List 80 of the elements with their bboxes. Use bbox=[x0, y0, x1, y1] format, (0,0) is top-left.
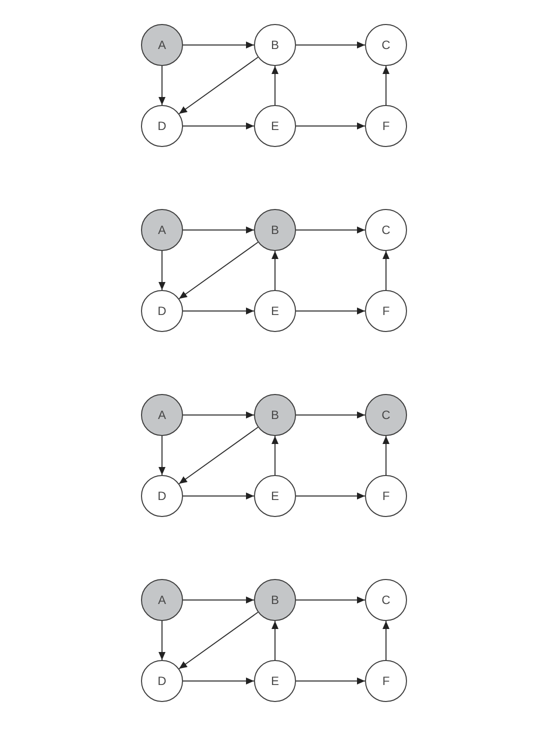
node-circle bbox=[365, 290, 407, 332]
node-label: F bbox=[382, 120, 390, 132]
arrow bbox=[182, 678, 254, 684]
node-circle bbox=[141, 290, 183, 332]
node-label: B bbox=[270, 39, 279, 51]
arrow bbox=[158, 620, 166, 660]
node-label: F bbox=[382, 490, 390, 502]
node-label: A bbox=[158, 224, 166, 236]
node-label: A bbox=[158, 594, 166, 606]
arrow bbox=[296, 678, 366, 684]
node-circle bbox=[254, 579, 296, 621]
arrow bbox=[296, 226, 366, 234]
node-circle bbox=[141, 475, 183, 517]
arrow bbox=[182, 42, 254, 48]
node-circle bbox=[141, 105, 183, 147]
arrow bbox=[182, 122, 254, 130]
node-circle bbox=[254, 105, 296, 147]
arrow bbox=[182, 308, 254, 314]
node-circle bbox=[365, 579, 407, 621]
node-label: A bbox=[158, 409, 166, 421]
arrow bbox=[272, 250, 278, 290]
node-label: D bbox=[158, 675, 166, 687]
node-label: E bbox=[270, 675, 279, 687]
arrow bbox=[296, 412, 366, 418]
node-label: A bbox=[158, 39, 166, 51]
node-circle bbox=[141, 579, 183, 621]
arrow bbox=[272, 436, 278, 476]
node-label: D bbox=[158, 120, 166, 132]
node-label: C bbox=[382, 594, 390, 606]
node-circle bbox=[141, 660, 183, 702]
node-circle bbox=[141, 394, 183, 436]
node-circle bbox=[254, 290, 296, 332]
node-circle bbox=[141, 24, 183, 66]
node-label: E bbox=[270, 490, 279, 502]
node-circle bbox=[141, 209, 183, 251]
node-label: D bbox=[158, 490, 166, 502]
arrow bbox=[178, 612, 258, 670]
node-circle bbox=[254, 394, 296, 436]
arrow bbox=[296, 596, 366, 604]
node-label: C bbox=[382, 224, 390, 236]
node-label: B bbox=[270, 409, 279, 421]
node-label: B bbox=[270, 224, 279, 236]
node-circle bbox=[365, 105, 407, 147]
arrow bbox=[178, 242, 258, 300]
node-circle bbox=[254, 660, 296, 702]
arrow bbox=[272, 620, 278, 660]
node-label: E bbox=[270, 120, 279, 132]
node-label: C bbox=[382, 409, 390, 421]
arrow bbox=[182, 596, 254, 604]
node-label: F bbox=[382, 675, 390, 687]
node-circle bbox=[365, 660, 407, 702]
arrow bbox=[272, 66, 278, 106]
node-circle bbox=[365, 475, 407, 517]
arrow bbox=[158, 436, 166, 476]
arrow bbox=[182, 226, 254, 234]
arrow bbox=[158, 66, 166, 106]
arrow bbox=[182, 412, 254, 418]
arrow bbox=[382, 436, 390, 476]
node-circle bbox=[254, 475, 296, 517]
arrow bbox=[296, 308, 366, 314]
node-label: C bbox=[382, 39, 390, 51]
node-circle bbox=[254, 209, 296, 251]
arrow bbox=[296, 492, 366, 500]
arrow bbox=[296, 122, 366, 130]
node-circle bbox=[365, 209, 407, 251]
arrow bbox=[158, 250, 166, 290]
node-circle bbox=[254, 24, 296, 66]
arrow bbox=[382, 250, 390, 290]
node-circle bbox=[365, 394, 407, 436]
arrow bbox=[296, 42, 366, 48]
node-label: F bbox=[382, 305, 390, 317]
arrow bbox=[382, 620, 390, 660]
arrow bbox=[182, 492, 254, 500]
arrow bbox=[382, 66, 390, 106]
node-label: E bbox=[270, 305, 279, 317]
arrow bbox=[178, 426, 258, 484]
node-label: B bbox=[270, 594, 279, 606]
arrow bbox=[178, 56, 258, 114]
node-label: D bbox=[158, 305, 166, 317]
node-circle bbox=[365, 24, 407, 66]
